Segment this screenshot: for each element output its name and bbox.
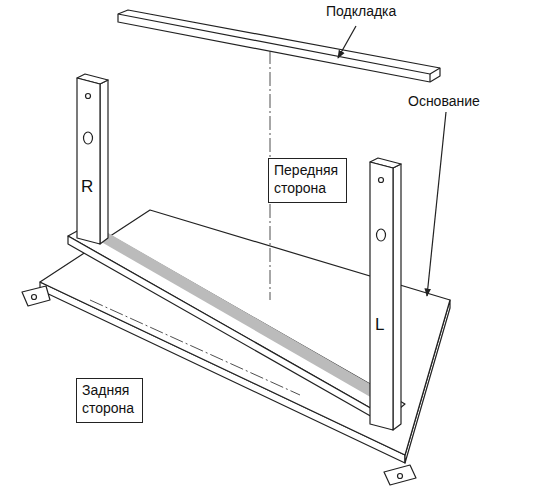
leader-line <box>338 26 356 58</box>
part-name: Подкладка <box>326 4 396 19</box>
base-rail <box>68 224 405 418</box>
spacer-edge <box>118 14 440 74</box>
upright-l <box>370 162 393 430</box>
box-text: Передняя сторона <box>274 162 338 197</box>
part-name: Основание <box>408 94 480 109</box>
upright-side <box>100 80 108 244</box>
upright-hole <box>377 229 386 241</box>
foot <box>22 286 50 306</box>
foot <box>384 465 416 485</box>
upright-hole <box>379 178 384 183</box>
spacer-bar <box>118 10 440 82</box>
side-label-box: Передняя сторона <box>268 158 347 203</box>
foot-hole <box>398 474 403 479</box>
box-text: Задняя сторона <box>82 382 134 417</box>
base-rail-edge <box>68 236 388 426</box>
upright-r <box>77 78 100 244</box>
upright-hole <box>84 132 93 144</box>
foot-hole <box>32 295 37 300</box>
upright-side <box>393 164 401 430</box>
leader-line <box>427 112 446 296</box>
side-mark: L <box>375 316 384 335</box>
side-label-box: Задняя сторона <box>76 378 143 423</box>
upright-hole <box>86 94 91 99</box>
side-mark: R <box>81 178 93 197</box>
spacer-edge <box>429 74 430 82</box>
